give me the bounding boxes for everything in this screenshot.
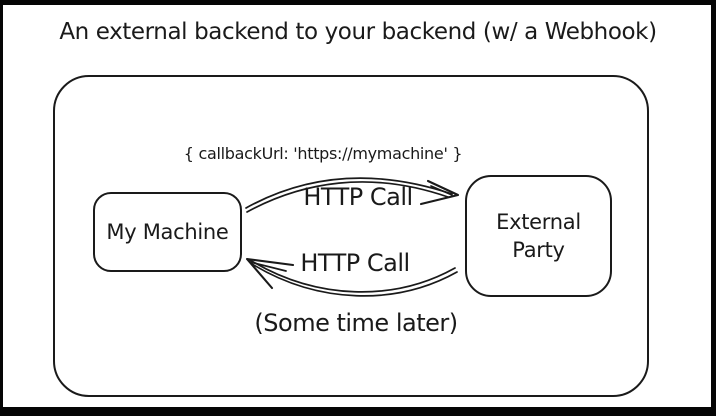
callback-url-annotation: { callbackUrl: 'https://mymachine' } (183, 144, 463, 163)
diagram-panel (53, 75, 649, 397)
node-external-party-label: External Party (496, 209, 581, 262)
edge-label-request: HTTP Call (303, 183, 413, 211)
node-my-machine: My Machine (93, 192, 242, 272)
edge-label-callback: HTTP Call (300, 249, 410, 277)
node-my-machine-label: My Machine (106, 219, 229, 244)
time-note: (Some time later) (254, 309, 458, 337)
node-external-party: External Party (465, 175, 612, 297)
page-title: An external backend to your backend (w/ … (59, 19, 657, 45)
